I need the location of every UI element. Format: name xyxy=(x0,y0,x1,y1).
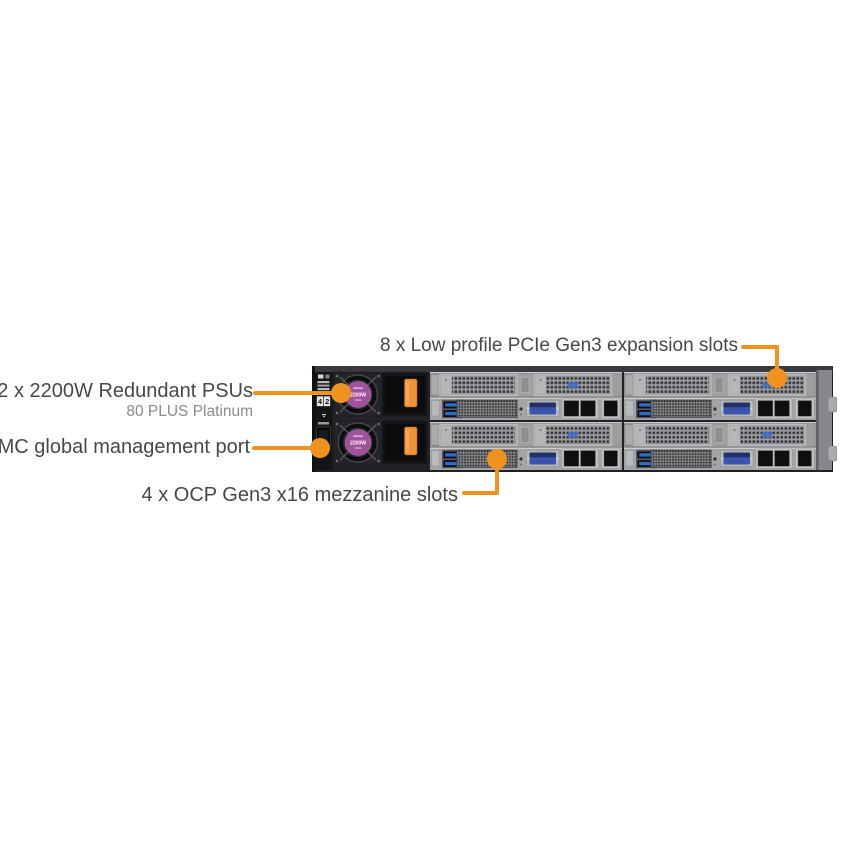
psu-bottom xyxy=(332,419,429,466)
callout-cmc-dot xyxy=(310,438,330,458)
callout-pcie-dot xyxy=(767,368,787,388)
server-rear-image: 2200W xyxy=(312,366,837,472)
badge-digit-left: 4 xyxy=(318,397,323,406)
badge-digit-right: 2 xyxy=(325,397,329,406)
callout-cmc-label: CMC global management port xyxy=(0,436,250,458)
callout-cmc-line-h xyxy=(252,446,315,450)
node-sled-top-left xyxy=(429,371,623,421)
chassis-id-badge: 4 2 xyxy=(316,395,331,407)
callout-ocp-label: 4 x OCP Gen3 x16 mezzanine slots xyxy=(141,484,458,506)
node-sled-top-right xyxy=(623,371,817,421)
callout-psu-dot xyxy=(331,383,351,403)
callout-pcie-line-h xyxy=(741,345,779,349)
callout-psu-label: 2 x 2200W Redundant PSUs xyxy=(0,380,253,402)
callout-ocp-dot xyxy=(487,449,507,469)
callout-pcie-label: 8 x Low profile PCIe Gen3 expansion slot… xyxy=(379,335,738,356)
node-sled-bottom-right xyxy=(623,421,817,471)
right-rail xyxy=(816,370,837,470)
chassis-top-lid xyxy=(313,366,833,373)
callout-pcie-line-v xyxy=(775,345,779,373)
callout-ocp-line-h xyxy=(462,491,499,495)
callout-psu-sublabel: 80 PLUS Platinum xyxy=(126,403,253,420)
callout-ocp-line-v xyxy=(495,466,499,495)
node-sled-bottom-left xyxy=(429,421,623,471)
callout-psu-line-h xyxy=(253,391,335,395)
